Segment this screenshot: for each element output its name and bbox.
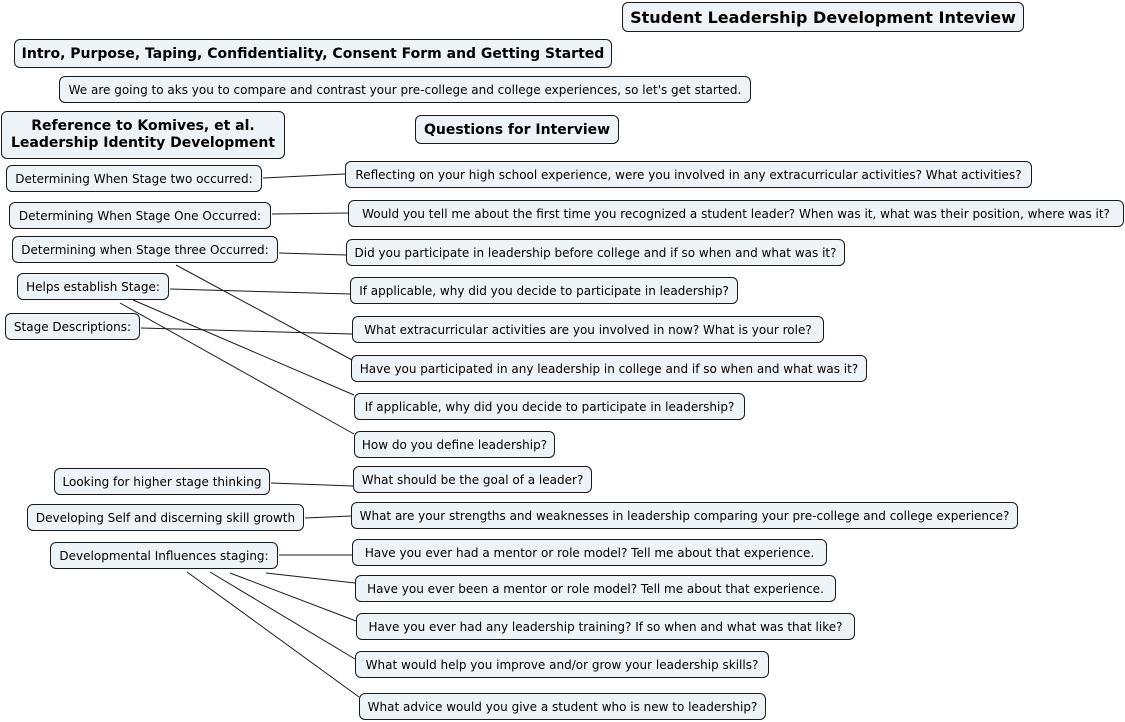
question-node[interactable]: What extracurricular activities are you …	[352, 316, 824, 343]
intro-topic[interactable]: Intro, Purpose, Taping, Confidentiality,…	[14, 39, 612, 68]
question-node[interactable]: What are your strengths and weaknesses i…	[351, 502, 1018, 529]
question-node[interactable]: Have you participated in any leadership …	[351, 355, 867, 382]
stage-label-developmental-influences[interactable]: Developmental Influences staging:	[50, 542, 278, 569]
question-node[interactable]: What would help you improve and/or grow …	[355, 651, 769, 678]
reference-line-1: Reference to Komives, et al.	[31, 118, 255, 134]
intro-text[interactable]: We are going to aks you to compare and c…	[59, 76, 751, 103]
stage-label-stage-two[interactable]: Determining When Stage two occurred:	[6, 165, 262, 192]
question-node[interactable]: How do you define leadership?	[354, 431, 555, 458]
connector-stage-three-q3	[278, 252, 347, 256]
connector-descriptions-q5	[140, 327, 353, 335]
stage-label-higher-stage[interactable]: Looking for higher stage thinking	[54, 468, 270, 495]
connector-self-q10	[304, 515, 352, 519]
stage-label-helps-establish[interactable]: Helps establish Stage:	[17, 273, 169, 300]
stage-label-stage-three[interactable]: Determining when Stage three Occurred:	[12, 236, 278, 263]
reference-topic[interactable]: Reference to Komives, et al. Leadership …	[1, 111, 285, 159]
question-node[interactable]: If applicable, why did you decide to par…	[350, 277, 738, 304]
connector-higher-q9	[270, 482, 354, 487]
connector-stage-two-q1	[262, 173, 346, 179]
question-node[interactable]: Have you ever had any leadership trainin…	[356, 613, 855, 640]
stage-label-stage-one[interactable]: Determining When Stage One Occurred:	[9, 202, 271, 229]
connector-stage-three-q6	[175, 264, 353, 361]
connector-stage-one-q2	[271, 212, 349, 215]
question-node[interactable]: Did you participate in leadership before…	[346, 239, 845, 266]
question-node[interactable]: Have you ever been a mentor or role mode…	[355, 575, 836, 602]
reference-line-2: Leadership Identity Development	[10, 135, 276, 151]
questions-topic[interactable]: Questions for Interview	[415, 115, 619, 144]
stage-label-descriptions[interactable]: Stage Descriptions:	[5, 313, 140, 340]
question-node[interactable]: Would you tell me about the first time y…	[348, 200, 1124, 227]
connector-descriptions-q8	[119, 302, 355, 435]
question-node[interactable]: Have you ever had a mentor or role model…	[352, 539, 827, 566]
stage-label-developing-self[interactable]: Developing Self and discerning skill gro…	[27, 504, 304, 531]
question-node[interactable]: Reflecting on your high school experienc…	[345, 161, 1032, 188]
connector-influences-q12	[265, 572, 356, 584]
map-title[interactable]: Student Leadership Development Inteview	[622, 2, 1024, 32]
connector-influences-q13	[229, 572, 357, 622]
question-node[interactable]: What should be the goal of a leader?	[353, 466, 592, 493]
connector-helps-q4	[169, 288, 351, 295]
question-node[interactable]: What advice would you give a student who…	[359, 693, 766, 720]
connector-helps-q7	[132, 299, 355, 396]
connector-influences-q15	[186, 571, 360, 698]
question-node[interactable]: If applicable, why did you decide to par…	[354, 393, 745, 420]
connector-influences-q14	[209, 571, 356, 660]
